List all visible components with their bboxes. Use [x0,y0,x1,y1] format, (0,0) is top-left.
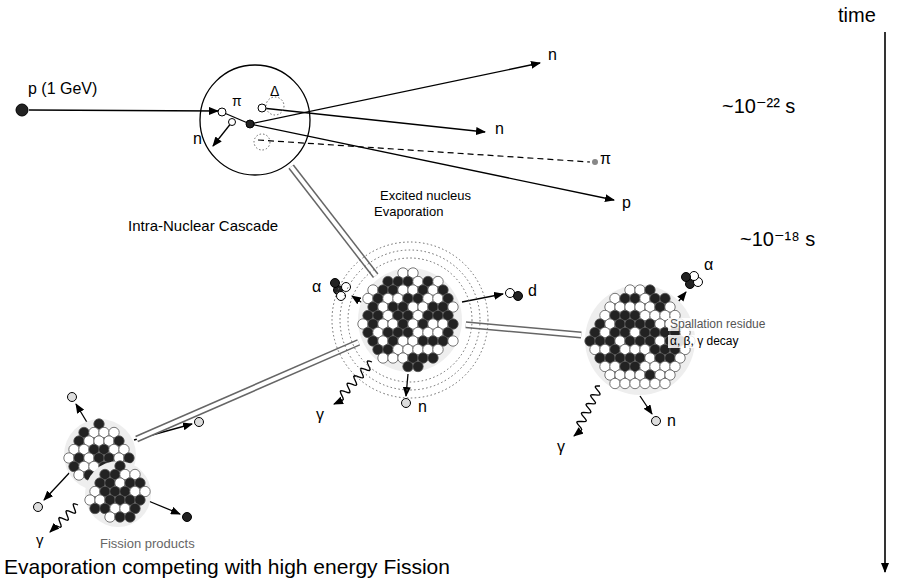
particle-label: Δ [270,84,279,99]
neutron-track [250,63,540,124]
nucleus-outline [120,60,380,240]
reaction-path [291,167,376,276]
nucleon [403,361,413,371]
cascade-track [222,112,250,124]
path-inner [291,167,376,276]
nucleon [218,108,226,116]
node-label: Intra-Nuclear Cascade [128,218,278,235]
particle-label: n [495,120,504,138]
nucleus-cluster: Excited nucleusEvaporation [300,185,530,385]
node-label: Evaporation [374,205,443,219]
nucleon [115,512,125,522]
nucleus-circle [200,65,310,175]
nucleus-outline [20,390,250,555]
pion-origin [254,134,270,150]
excitation-ring [340,250,480,390]
reaction-path [137,342,359,439]
neutron-track [262,108,485,132]
nucleon [105,512,115,522]
nucleon [620,378,630,388]
neutron-track [640,396,652,414]
time-label: ~10⁻¹⁸ s [740,228,815,250]
nucleus-body [85,461,151,527]
particle-label: α [704,256,713,274]
node-label: α, β, γ decay [668,335,741,348]
nucleon [448,336,458,346]
nucleus-body [358,268,462,372]
particle-label: γ [316,406,324,424]
proton-track [146,500,180,514]
particle-label: n [548,46,557,64]
particle-label: p [622,194,631,212]
particle-label: n [418,398,427,416]
target-nucleus: Intra-Nuclear Cascade [120,60,380,240]
time-arrow [884,32,886,572]
caption: Evaporation competing with high energy F… [4,555,450,578]
path-outline [137,342,359,439]
path-inner [137,342,359,439]
neutron [652,417,661,426]
nucleon [125,512,135,522]
neutron [402,399,411,408]
neutron-track [406,374,408,396]
excitation-ring [332,242,488,398]
nucleon [388,353,398,363]
gamma-wave [50,504,78,532]
particle-label: p (1 GeV) [28,80,97,98]
fission-fragments: Fission products [20,390,250,555]
nucleon [610,378,620,388]
node-label: Spallation residue [668,318,767,331]
node-label: Excited nucleus [380,189,471,203]
gamma-wave [574,386,600,436]
excitation-ring [348,258,472,382]
nucleon [246,120,254,128]
nucleon [630,378,640,388]
particle-label: π [600,150,611,168]
nucleon [90,503,100,513]
particle-label: n [193,130,202,148]
nucleon [650,378,660,388]
neutron-track [44,470,72,500]
gamma-wave [334,361,372,404]
particle-label: π [232,94,242,109]
nucleon [74,470,84,480]
particle-label: γ [36,532,44,549]
reaction-path [466,325,581,335]
node-label: Fission products [100,537,195,551]
delta-resonance [266,97,284,115]
nucleon [378,353,388,363]
particle-label: d [528,282,537,300]
neutron-track [213,122,232,146]
nucleon [229,119,236,126]
incoming-track [29,110,218,111]
time-label: time [838,4,876,26]
proton [16,104,28,116]
path-inner [466,325,581,335]
nucleon [660,378,670,388]
nucleon [413,361,423,371]
path-outline [291,167,376,276]
time-label: ~10⁻²² s [722,95,795,117]
particle-label: γ [557,438,565,456]
nucleus-body [64,419,136,491]
particle-label: n [667,412,676,430]
nucleon [428,353,438,363]
neutron-track [76,404,88,424]
pion [592,159,598,165]
nucleus-cluster: Spallation residue α, β, γ decay [570,270,770,410]
pion-track [258,140,590,162]
nucleon [258,104,266,112]
deuteron-track [462,294,503,302]
particle-label: α [312,278,321,296]
alpha-track [678,292,686,302]
nucleon [640,378,650,388]
path-outline [466,325,581,335]
